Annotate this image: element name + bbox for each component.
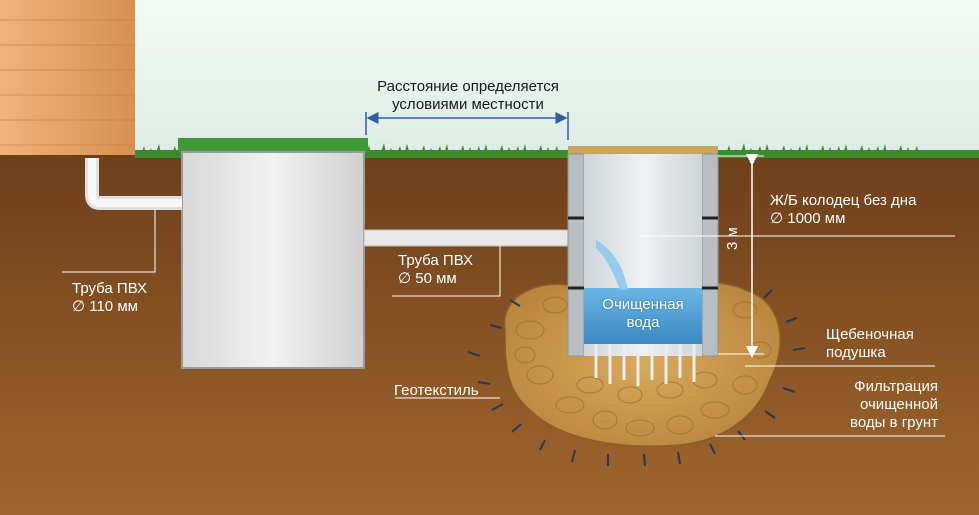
pipe-50 — [363, 229, 597, 247]
house-wall — [0, 0, 135, 158]
geotextile-label: Геотекстиль — [394, 382, 479, 400]
soil — [0, 155, 979, 515]
pipe110-label-line2: ∅ 110 мм — [72, 298, 138, 315]
clean-water — [584, 288, 702, 344]
filtration-label: Фильтрация очищенной воды в грунт — [828, 378, 938, 432]
distance-label-line2: условиями местности — [392, 96, 544, 113]
filtration-label-line3: воды в грунт — [850, 414, 938, 431]
pipe110-label-line1: Труба ПВХ — [72, 280, 148, 297]
grass — [135, 143, 979, 158]
well-top-rim — [568, 146, 718, 154]
gravel-label-line2: подушка — [826, 344, 886, 361]
filtration-label-line1: Фильтрация — [854, 378, 938, 395]
depth-label-text: 3 м — [724, 227, 741, 250]
leader-lines — [62, 210, 955, 437]
sky — [0, 0, 979, 158]
filtration-marks — [467, 289, 806, 467]
distance-label-line1: Расстояние определяется — [377, 78, 559, 95]
clean-water-label-line2: вода — [626, 314, 660, 331]
distance-label: Расстояние определяется условиями местно… — [338, 78, 598, 114]
filtration-label-line2: очищенной — [859, 396, 938, 413]
pipe110-label: Труба ПВХ ∅ 110 мм — [72, 280, 147, 316]
well-wall-left — [567, 153, 585, 357]
clean-water-label-line1: Очищенная — [602, 296, 684, 313]
well-label: Ж/Б колодец без дна ∅ 1000 мм — [770, 192, 916, 228]
septic-tank — [181, 151, 365, 369]
gravel-label-line1: Щебеночная — [826, 326, 914, 343]
drip-lines — [594, 344, 696, 386]
pipe50-label: Труба ПВХ ∅ 50 мм — [398, 252, 473, 288]
well-wall-right — [701, 153, 719, 357]
depth-label: 3 м — [724, 227, 742, 250]
well-label-line2: ∅ 1000 мм — [770, 210, 846, 227]
pipe50-label-line1: Труба ПВХ — [398, 252, 474, 269]
gravel-label: Щебеночная подушка — [826, 326, 914, 362]
tank-lid — [178, 138, 368, 152]
clean-water-label: Очищенная вода — [586, 296, 700, 332]
well-label-line1: Ж/Б колодец без дна — [770, 192, 917, 209]
pipe50-label-line2: ∅ 50 мм — [398, 270, 457, 287]
water-stream — [596, 240, 628, 290]
geotextile-label-text: Геотекстиль — [394, 382, 479, 399]
